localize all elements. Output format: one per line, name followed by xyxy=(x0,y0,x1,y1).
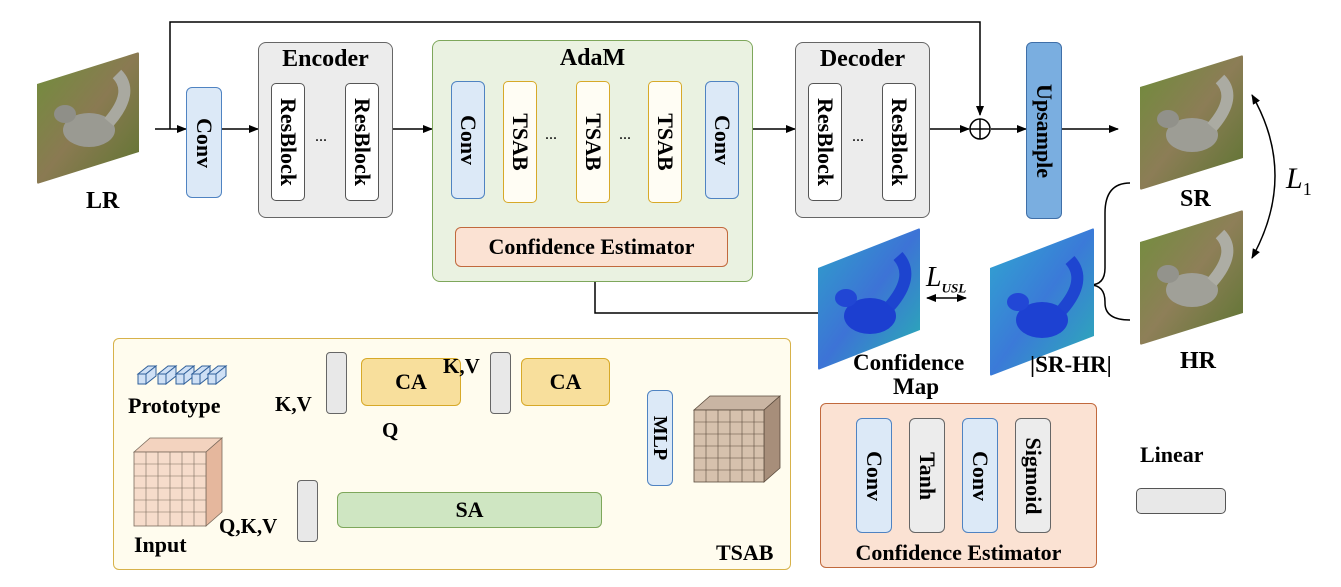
legend-linear-swatch xyxy=(1136,488,1226,514)
prototype-tokens xyxy=(136,364,228,386)
encoder-resblock-2-label: ResBlock xyxy=(350,98,375,186)
encoder-resblock-2: ResBlock xyxy=(345,83,379,201)
decoder-resblock-2-label: ResBlock xyxy=(887,98,912,186)
l1-loss-symbol: L xyxy=(1286,162,1303,195)
confidence-map-label-line2: Map xyxy=(893,374,939,399)
tsab-block-1-label: TSAB xyxy=(508,113,533,171)
sr-hr-label: |SR-HR| xyxy=(1030,352,1112,377)
tsab-block-3-label: TSAB xyxy=(653,113,678,171)
tsab-block-2: TSAB xyxy=(576,81,610,203)
ce-step-3: Conv xyxy=(962,418,998,533)
confidence-estimator-block: Confidence Estimator xyxy=(455,227,728,267)
input-label: Input xyxy=(134,532,187,557)
kv-label-2: K,V xyxy=(443,354,480,378)
ca-label-1: CA xyxy=(395,369,427,394)
adam-conv-in-label: Conv xyxy=(456,114,481,166)
decoder-block: Decoder ResBlock ... ResBlock xyxy=(795,42,930,218)
encoder-ellipsis: ... xyxy=(315,128,327,145)
self-attention-block: SA xyxy=(337,492,602,528)
q-label: Q xyxy=(382,418,399,442)
legend-linear-label: Linear xyxy=(1140,442,1204,467)
decoder-ellipsis: ... xyxy=(852,128,864,145)
cross-attention-block-2: CA xyxy=(521,358,610,406)
adam-ellipsis-2: ... xyxy=(619,126,631,143)
adam-title: AdaM xyxy=(559,45,626,71)
encoder-title: Encoder xyxy=(282,46,369,72)
prototype-label: Prototype xyxy=(128,393,221,418)
encoder-resblock-1: ResBlock xyxy=(271,83,305,201)
qkv-label: Q,K,V xyxy=(219,514,278,538)
sa-label: SA xyxy=(455,497,484,522)
ce-step-1-label: Conv xyxy=(862,450,887,501)
tsab-block-3: TSAB xyxy=(648,81,682,203)
encoder-resblock-1-label: ResBlock xyxy=(276,98,301,186)
adam-conv-out: Conv xyxy=(705,81,739,199)
input-conv-block: Conv xyxy=(186,87,222,198)
linear-kv xyxy=(490,352,511,414)
ca-label-2: CA xyxy=(549,369,582,394)
mlp-label: MLP xyxy=(649,415,671,461)
adam-conv-out-label: Conv xyxy=(710,114,735,166)
adam-ellipsis-1: ... xyxy=(545,126,557,143)
output-feature-cube xyxy=(692,395,782,483)
ce-step-1: Conv xyxy=(856,418,892,533)
adam-conv-in: Conv xyxy=(451,81,485,199)
sr-label: SR xyxy=(1180,186,1211,212)
ce-step-2-label: Tanh xyxy=(915,451,940,500)
decoder-resblock-1-label: ResBlock xyxy=(813,98,838,186)
adam-module: AdaM Conv TSAB ... TSAB ... TSAB Conv Co… xyxy=(432,40,753,282)
cross-attention-block-1: CA xyxy=(361,358,461,406)
ce-step-4-label: Sigmoid xyxy=(1021,436,1046,515)
mlp-block: MLP xyxy=(647,390,673,486)
hr-label: HR xyxy=(1180,348,1216,374)
confidence-estimator-label: Confidence Estimator xyxy=(488,234,695,259)
l1-loss-subscript: 1 xyxy=(1302,179,1312,199)
decoder-resblock-2: ResBlock xyxy=(882,83,916,201)
linear-qkv xyxy=(297,480,318,542)
linear-proto xyxy=(326,352,347,414)
input-feature-cube xyxy=(132,437,224,527)
lusl-loss-label: LUSL xyxy=(926,262,966,297)
decoder-resblock-1: ResBlock xyxy=(808,83,842,201)
tsab-block-1: TSAB xyxy=(503,81,537,203)
upsample-label: Upsample xyxy=(1032,83,1057,178)
ce-step-2: Tanh xyxy=(909,418,945,533)
lr-label: LR xyxy=(86,188,120,214)
encoder-block: Encoder ResBlock ... ResBlock xyxy=(258,42,393,218)
tsab-panel-title: TSAB xyxy=(716,540,774,565)
lusl-loss-subscript: USL xyxy=(941,280,967,296)
confidence-estimator-detail-panel: Conv Tanh Conv Sigmoid Confidence Estima… xyxy=(820,403,1097,568)
input-conv-label: Conv xyxy=(192,117,217,168)
upsample-block: Upsample xyxy=(1026,42,1062,219)
ce-step-3-label: Conv xyxy=(968,450,993,501)
ce-detail-title: Confidence Estimator xyxy=(855,540,1062,565)
l1-loss-label: L1 xyxy=(1286,162,1312,200)
ce-step-4: Sigmoid xyxy=(1015,418,1051,533)
confidence-map-label-line1: Confidence xyxy=(853,350,965,375)
lusl-loss-symbol: L xyxy=(926,262,942,293)
tsab-block-2-label: TSAB xyxy=(581,113,606,171)
kv-label-1: K,V xyxy=(275,392,312,416)
decoder-title: Decoder xyxy=(819,46,906,72)
